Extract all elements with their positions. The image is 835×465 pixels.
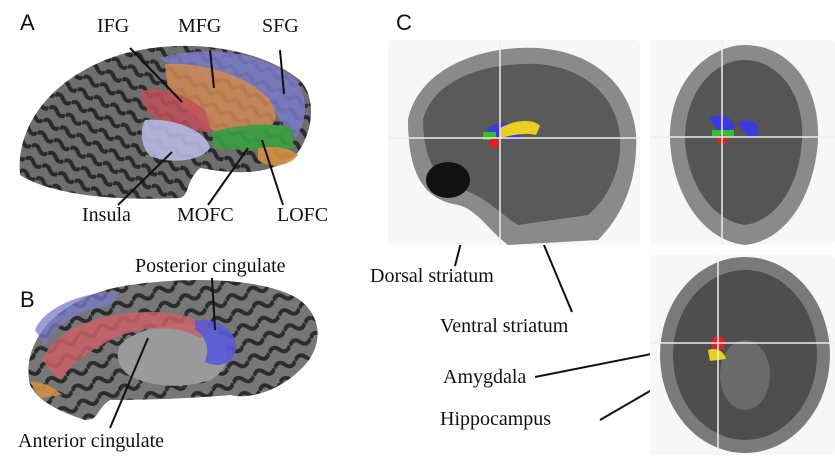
label-ventral-striatum: Ventral striatum: [440, 315, 568, 338]
mri-axial: [650, 255, 835, 455]
mri-coronal: [650, 40, 835, 245]
label-posterior-cingulate: Posterior cingulate: [135, 255, 286, 278]
label-mfg: MFG: [178, 15, 221, 38]
mri-sagittal: [388, 40, 640, 245]
label-mofc: MOFC: [177, 204, 234, 227]
label-hippocampus: Hippocampus: [440, 408, 551, 431]
label-sfg: SFG: [262, 15, 299, 38]
label-dorsal-striatum: Dorsal striatum: [370, 265, 494, 288]
label-anterior-cingulate: Anterior cingulate: [18, 430, 164, 453]
label-amygdala: Amygdala: [443, 366, 526, 389]
label-ifg: IFG: [97, 15, 129, 38]
label-insula: Insula: [82, 204, 131, 227]
label-lofc: LOFC: [277, 204, 328, 227]
